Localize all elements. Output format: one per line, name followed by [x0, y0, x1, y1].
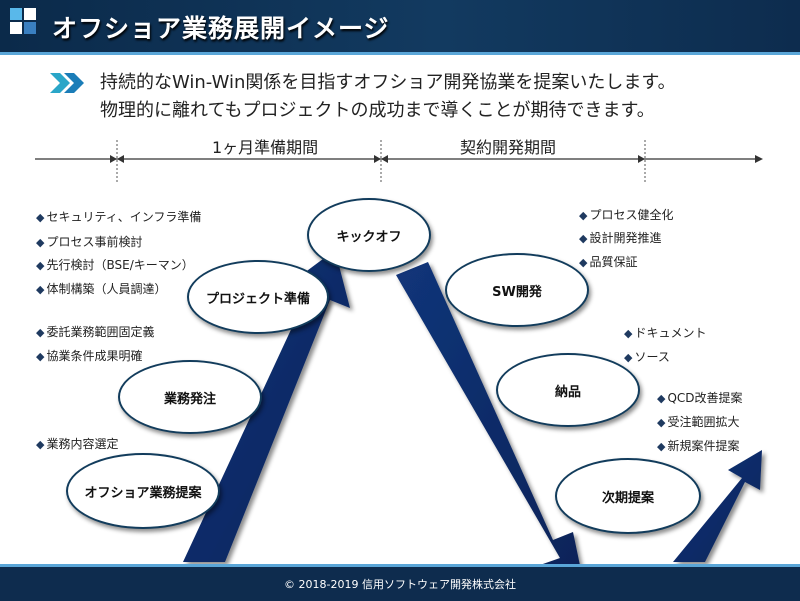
stage-business-order: 業務発注: [118, 360, 262, 434]
note-next-2: ◆受注範囲拡大: [657, 415, 740, 429]
contract-period-label: 契約開発期間: [460, 138, 557, 157]
stage-sw-dev: SW開発: [445, 253, 589, 327]
note-order-1: ◆委託業務範囲固定義: [36, 325, 155, 339]
stage-project-prep: プロジェクト準備: [187, 260, 329, 334]
page-title: オフショア業務展開イメージ: [52, 14, 390, 43]
note-delivery-2: ◆ソース: [624, 350, 670, 364]
logo-icon: [10, 8, 44, 42]
note-dev-3: ◆品質保証: [579, 255, 638, 269]
lead-line-1: 持続的なWin-Win関係を目指すオフショア開発協業を提案いたします。: [100, 72, 676, 93]
stage-delivery: 納品: [496, 353, 640, 427]
lead-line-2: 物理的に離れてもプロジェクトの成功まで導くことが期待できます。: [100, 100, 655, 121]
note-prep-3: ◆先行検討（BSE/キーマン）: [36, 258, 194, 272]
prep-period-label: 1ヶ月準備期間: [212, 138, 319, 157]
note-order-2: ◆協業条件成果明確: [36, 349, 143, 363]
stage-kickoff: キックオフ: [307, 198, 431, 272]
note-delivery-1: ◆ドキュメント: [624, 326, 707, 340]
header-bar: オフショア業務展開イメージ: [0, 0, 800, 52]
note-prep-4: ◆体制構築（人員調達）: [36, 282, 167, 296]
down-arrow: [396, 262, 582, 575]
note-next-1: ◆QCD改善提案: [657, 391, 743, 405]
note-prep-2: ◆プロセス事前検討: [36, 235, 143, 249]
timeline-axis: [35, 140, 763, 182]
note-dev-1: ◆プロセス健全化: [579, 208, 674, 222]
up-arrow: [183, 250, 350, 562]
header-divider: [0, 52, 800, 55]
footer-divider: [0, 564, 800, 567]
chevron-bullet-icon: [50, 73, 84, 93]
copyright-text: © 2018-2019 信用ソフトウェア開発株式会社: [284, 578, 516, 591]
note-next-3: ◆新規案件提案: [657, 439, 740, 453]
small-up-arrow: [673, 450, 762, 562]
note-dev-2: ◆設計開発推進: [579, 231, 662, 245]
note-prep-1: ◆セキュリティ、インフラ準備: [36, 210, 202, 224]
note-proposal-1: ◆業務内容選定: [36, 437, 119, 451]
stage-next-proposal: 次期提案: [555, 458, 701, 534]
footer-bar: © 2018-2019 信用ソフトウェア開発株式会社: [0, 567, 800, 601]
stage-offshore-proposal: オフショア業務提案: [66, 453, 220, 529]
